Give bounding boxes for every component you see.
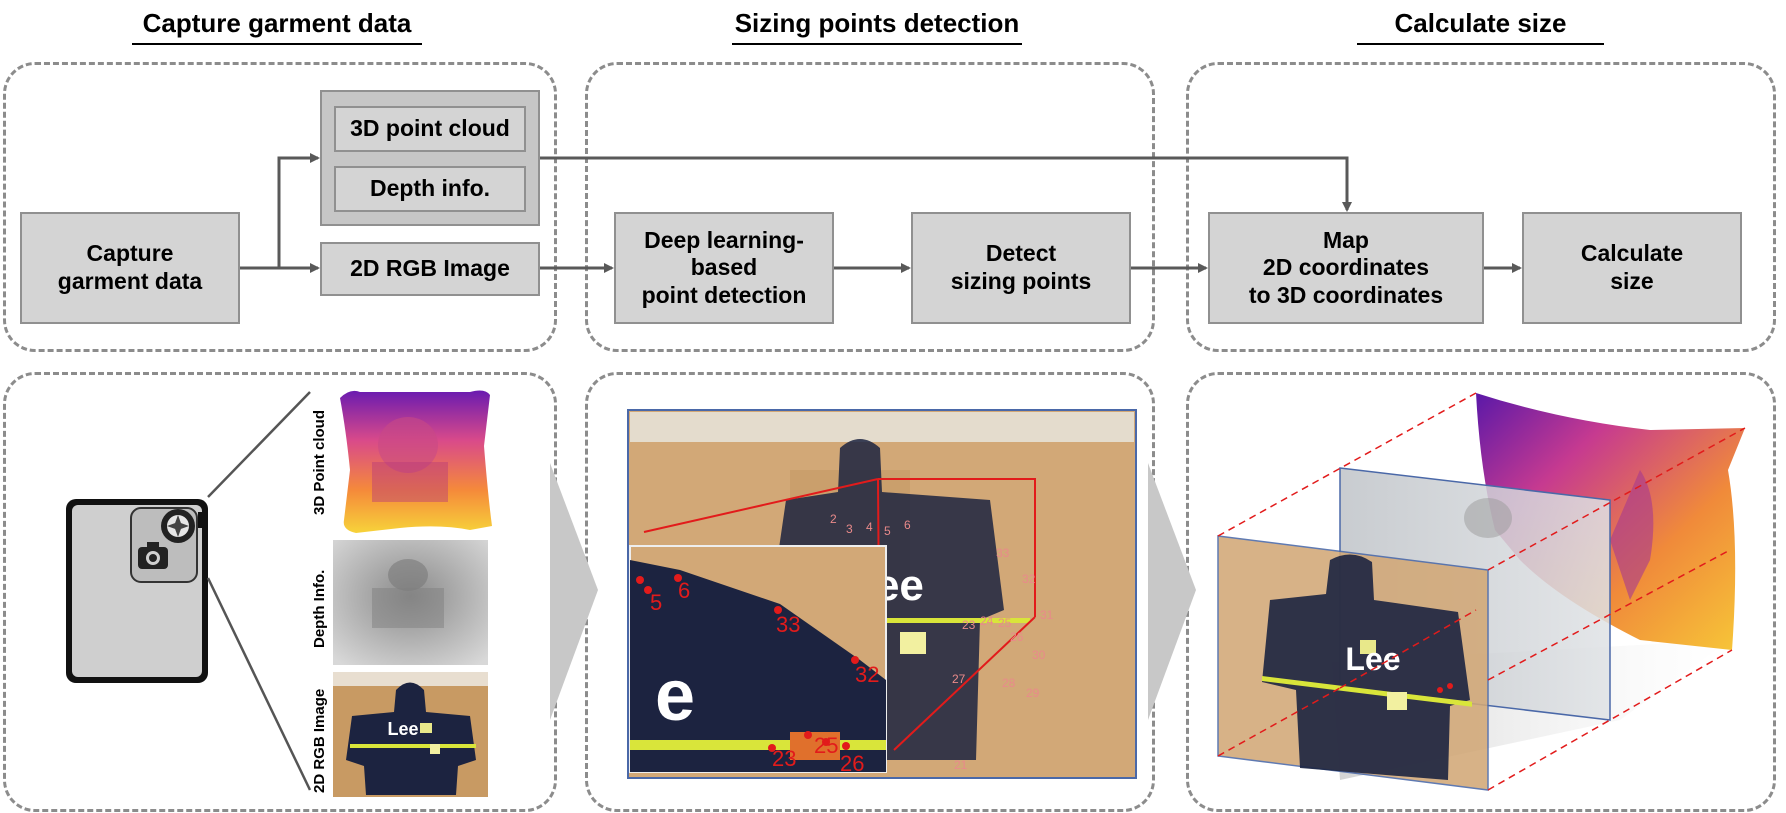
photo-point-5: 5: [884, 524, 891, 538]
photo-point-28: 28: [1002, 676, 1016, 690]
tablet-device: [66, 499, 208, 683]
calc-flow-panel: [1186, 62, 1776, 352]
photo-point-27: 27: [952, 672, 966, 686]
deep-learning-box: Deep learning- based point detection: [614, 212, 834, 324]
photo-point-6: 6: [904, 518, 911, 532]
big-arrow-2: [1148, 463, 1196, 720]
point-cloud-thumbnail: [340, 390, 492, 533]
point-label-23: 23: [772, 746, 797, 771]
map-coordinates-box: Map 2D coordinates to 3D coordinates: [1208, 212, 1484, 324]
zoom-logo: e: [655, 656, 695, 736]
point-cloud-box: 3D point cloud: [334, 106, 526, 152]
point-label-5: 5: [650, 590, 663, 615]
photo-point-2: 2: [830, 512, 837, 526]
photo-point-23: 23: [962, 618, 976, 632]
projection-lines: [1217, 392, 1746, 791]
point-label-25: 25: [814, 733, 839, 758]
photo-point-31: 31: [1040, 608, 1054, 622]
zoom-dots: [636, 574, 859, 752]
photo-point-33: 33: [996, 546, 1010, 560]
point-cloud-label: 3D Point cloud: [311, 410, 328, 515]
rgb-thumbnail: Lee: [333, 672, 488, 797]
photo-point-3: 3: [846, 522, 853, 536]
mapping-logo: Lee: [1345, 641, 1400, 677]
capture-section-title: Capture garment data: [132, 8, 422, 45]
photo-point-21: 21: [954, 758, 968, 772]
point-label-26: 26: [840, 751, 865, 776]
rgb-thumbnail-logo: Lee: [387, 719, 418, 739]
photo-point-25: 25: [998, 616, 1012, 630]
rgb-image-box: 2D RGB Image: [320, 242, 540, 296]
depth-info-label: Depth Info.: [311, 569, 328, 648]
capture-garment-box: Capture garment data: [20, 212, 240, 324]
point-label-33: 33: [776, 612, 801, 637]
big-arrow-1: [550, 463, 598, 720]
point-label-32: 32: [855, 662, 880, 687]
photo-point-30: 30: [1032, 648, 1046, 662]
photo-point-26: 26: [1010, 630, 1024, 644]
calc-section-title: Calculate size: [1357, 8, 1604, 45]
mapping-illustration: Lee: [1217, 392, 1746, 791]
detect-sizing-box: Detect sizing points: [911, 212, 1131, 324]
photo-point-4: 4: [866, 520, 873, 534]
photo-point-32: 32: [1022, 572, 1036, 586]
photo-point-24: 24: [980, 614, 994, 628]
zoom-inset: e: [629, 545, 887, 773]
arrow-to-point-cloud: [277, 153, 320, 268]
depth-info-box: Depth info.: [334, 166, 526, 212]
rgb-image-label: 2D RGB Image: [311, 688, 328, 793]
photo-point-29: 29: [1026, 686, 1040, 700]
detect-section-title: Sizing points detection: [732, 8, 1022, 45]
detect-flow-panel: [585, 62, 1155, 352]
calculate-size-box: Calculate size: [1522, 212, 1742, 324]
depth-thumbnail: [333, 540, 488, 665]
point-label-6: 6: [678, 578, 691, 603]
capture-flow-panel: [3, 62, 557, 352]
arrow-cloud-to-map: [540, 156, 1352, 212]
